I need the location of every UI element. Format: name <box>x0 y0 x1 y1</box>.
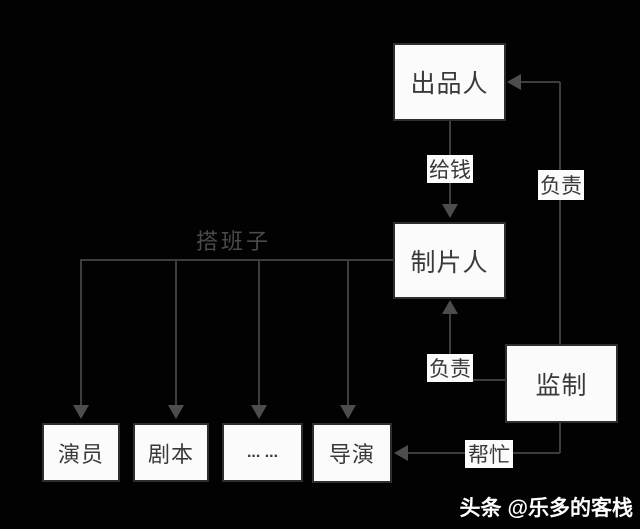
arrow-down-icon <box>340 405 356 419</box>
footer-brand: 头条 <box>459 497 502 520</box>
edge-supervisor-producer-vline <box>449 311 451 381</box>
edge-drop-actor-line <box>80 260 82 406</box>
edge-build-team-hline <box>80 259 393 261</box>
arrow-down-icon <box>168 405 184 419</box>
edge-supervisor-investor-hline <box>518 81 560 83</box>
footer-author: @乐多的客栈 <box>507 497 633 520</box>
node-etcetera: ... ... <box>222 423 303 482</box>
arrow-left-icon <box>507 74 521 90</box>
edge-supervisor-investor-vline <box>559 82 561 344</box>
arrow-up-icon <box>442 300 458 314</box>
footer-watermark: 头条@乐多的客栈 <box>460 492 633 522</box>
build-team-watermark: 搭班子 <box>196 229 272 254</box>
node-actor: 演员 <box>42 423 120 482</box>
edge-label-help: 帮忙 <box>465 440 513 468</box>
edge-drop-script-line <box>175 260 177 406</box>
edge-drop-director-line <box>347 260 349 406</box>
node-script: 剧本 <box>133 423 209 482</box>
edge-label-in-charge-top: 负责 <box>538 170 584 200</box>
edge-label-give-money: 给钱 <box>427 155 473 183</box>
arrow-down-icon <box>442 204 458 218</box>
edge-label-in-charge-mid: 负责 <box>427 354 473 382</box>
edge-supervisor-producer-hline <box>450 379 505 381</box>
edge-supervisor-director-vline <box>559 423 561 453</box>
edge-drop-etc-line <box>258 260 260 406</box>
node-investor: 出品人 <box>393 43 506 121</box>
arrow-down-icon <box>73 405 89 419</box>
arrow-left-icon <box>394 445 408 461</box>
node-supervisor: 监制 <box>505 344 618 423</box>
node-producer: 制片人 <box>393 222 506 299</box>
arrow-down-icon <box>251 405 267 419</box>
node-director: 导演 <box>312 423 392 483</box>
